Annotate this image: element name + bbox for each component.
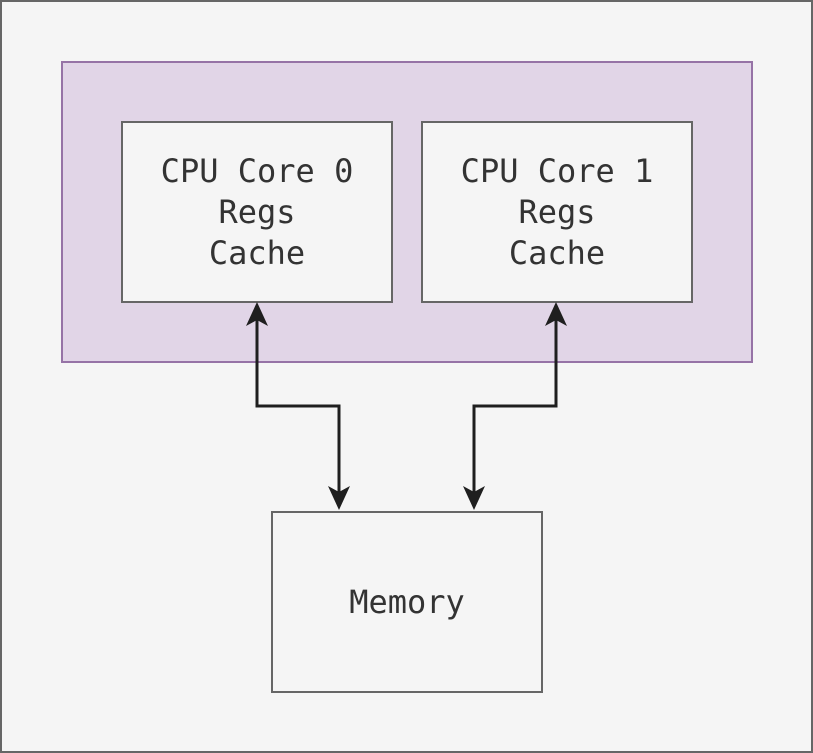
memory-node[interactable]: Memory [271,511,543,693]
cpu-core-0-cache: Cache [208,233,306,272]
cpu-core-1-title: CPU Core 1 [460,151,654,190]
cpu-core-1-node[interactable]: CPU Core 1 Regs Cache [421,121,693,303]
cpu-core-0-node[interactable]: CPU Core 0 Regs Cache [121,121,393,303]
cpu-core-0-title: CPU Core 0 [160,151,354,190]
cpu-core-1-cache: Cache [508,233,606,272]
cpu-core-0-regs: Regs [218,192,296,231]
cpu-core-1-regs: Regs [518,192,596,231]
memory-label: Memory [349,582,465,621]
